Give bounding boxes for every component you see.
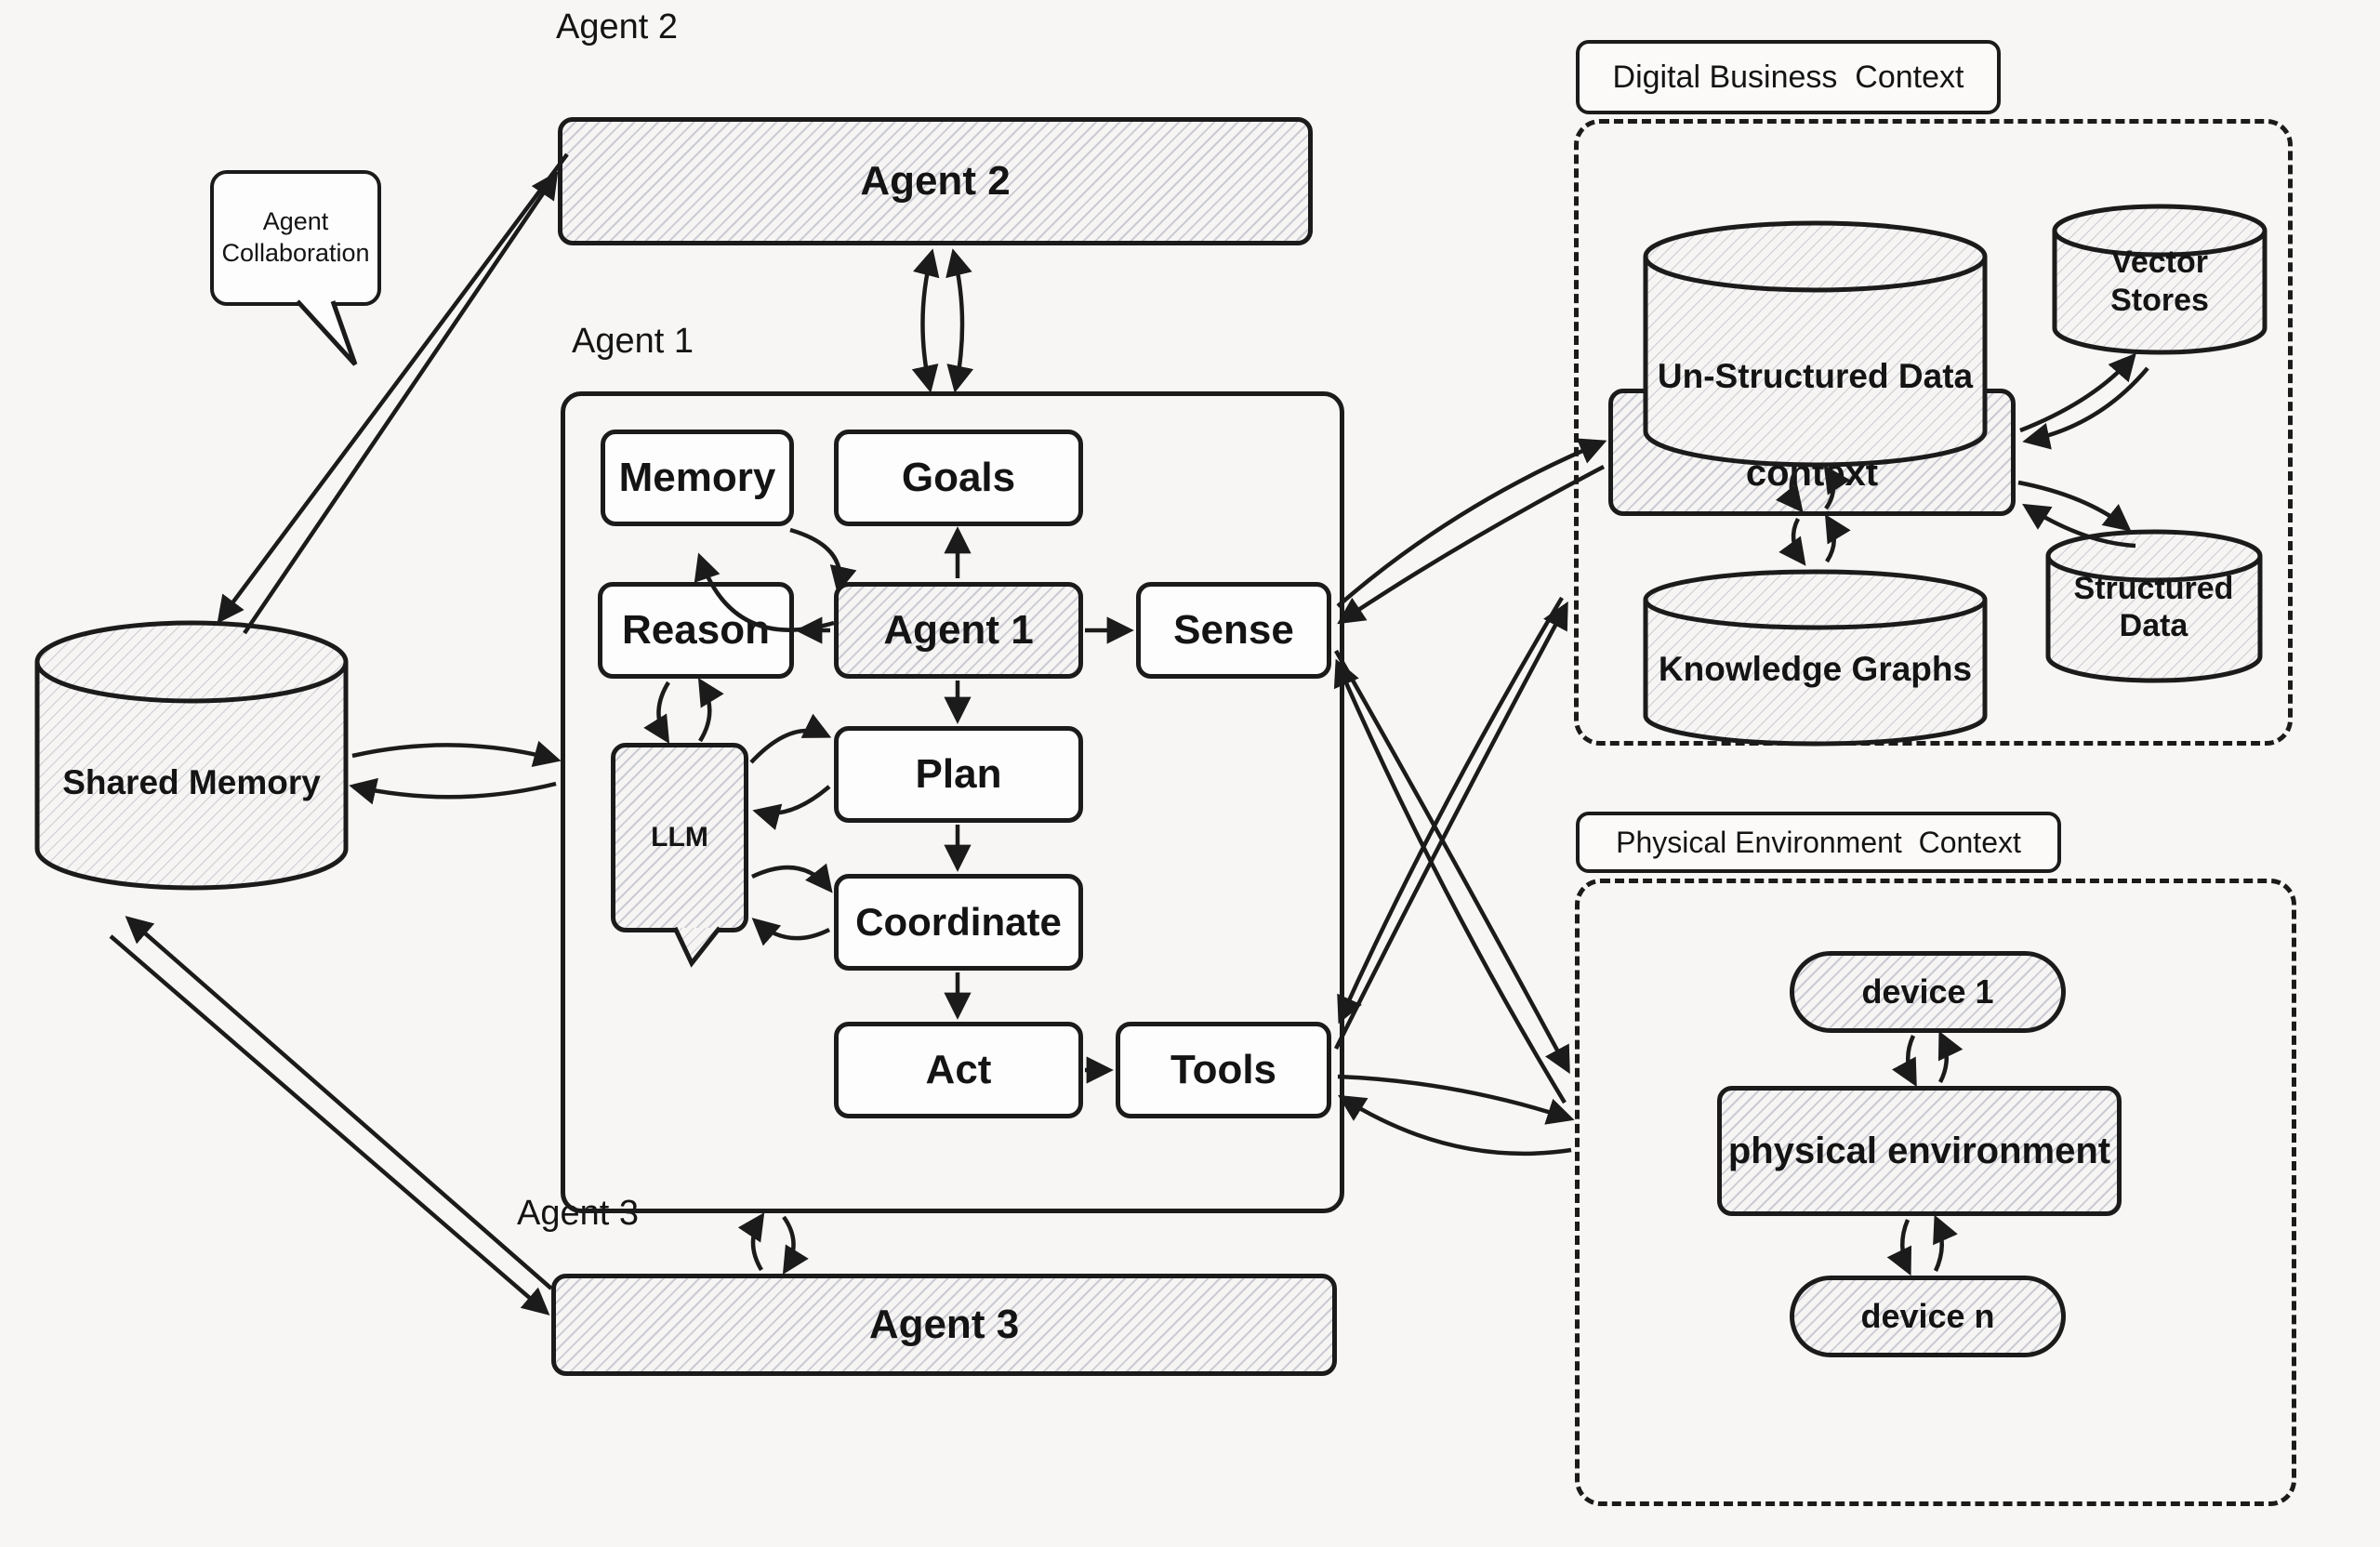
arrow-structured-context xyxy=(2022,503,2136,549)
arrow-agent2-sharedmemory xyxy=(217,152,569,624)
plan-box: Plan xyxy=(834,726,1083,823)
agent2-box: Agent 2 xyxy=(558,117,1313,245)
digital-business-context-container xyxy=(1574,119,2293,746)
vector-stores-label: Vector Stores xyxy=(2110,245,2209,318)
arrow-llm-coordinate xyxy=(751,863,833,893)
coordinate-box: Coordinate xyxy=(834,874,1083,971)
unstructured-data-label: Un-Structured Data xyxy=(1657,357,1974,396)
arrow-coordinate-llm xyxy=(751,918,831,946)
arrow-sense-dbcontext xyxy=(1336,438,1607,608)
agent1-box: Agent 1 xyxy=(834,582,1083,679)
arrow-knowledge-context xyxy=(1824,514,1851,563)
arrow-tools-physical xyxy=(1337,1074,1575,1125)
reason-box: Reason xyxy=(598,582,794,679)
shared-memory-cylinder xyxy=(34,620,349,891)
arrow-context-vector xyxy=(2019,352,2136,433)
arrow-physical-sense xyxy=(1333,658,1567,1104)
llm-bubble-tail xyxy=(672,926,721,968)
arrow-agent3-container xyxy=(737,1212,765,1272)
digital-business-context-title: Digital Business Context xyxy=(1576,40,2001,114)
arrow-dbcontext-sense xyxy=(1337,465,1606,625)
agent1-container xyxy=(561,391,1344,1213)
agent3-box: Agent 3 xyxy=(551,1274,1337,1376)
arrow-device1-env xyxy=(1892,1035,1917,1088)
arrow-devicen-env xyxy=(1933,1214,1958,1272)
arrow-context-structured xyxy=(2017,480,2132,532)
physical-environment-context-title: Physical Environment Context xyxy=(1576,812,2061,873)
arrow-physical-tools xyxy=(1338,1094,1572,1157)
agent1-title: Agent 1 xyxy=(572,322,694,361)
device1-pill: device 1 xyxy=(1790,951,2066,1033)
collaboration-bubble-tail xyxy=(296,299,358,366)
arrow-sharedmemory-agent2 xyxy=(243,171,559,635)
arrow-env-devicen xyxy=(1886,1219,1912,1276)
arrow-agent1-memory xyxy=(694,552,835,632)
agent-collaboration-bubble: Agent Collaboration xyxy=(210,170,381,306)
arrow-container-agent3 xyxy=(782,1215,809,1275)
arrow-digital-tools xyxy=(1337,596,1564,1025)
act-box: Act xyxy=(834,1022,1083,1118)
physical-environment-container xyxy=(1575,879,2296,1506)
arrow-memory-agent1 xyxy=(789,527,857,594)
llm-bubble: LLM xyxy=(611,743,748,932)
shared-memory-label: Shared Memory xyxy=(62,763,321,802)
arrow-reason-llm xyxy=(643,681,670,744)
unstructured-data-cylinder xyxy=(1643,220,1988,468)
arrow-unstructured-context xyxy=(1775,468,1804,513)
arrow-plan-llm xyxy=(752,785,831,830)
arrow-sense-physical xyxy=(1334,649,1570,1075)
arrow-vector-context xyxy=(2022,366,2149,450)
vector-stores-cylinder xyxy=(2052,204,2268,355)
arrow-agent3-sharedmemory xyxy=(125,916,553,1290)
knowledge-graphs-label: Knowledge Graphs xyxy=(1658,650,1973,689)
arrow-context-knowledge xyxy=(1778,517,1806,566)
arrow-agent2-container xyxy=(945,248,974,393)
structured-data-label: Structured Data xyxy=(2073,570,2234,643)
physical-environment-box: physical environment xyxy=(1717,1086,2122,1216)
structured-data-cylinder xyxy=(2045,529,2263,683)
arrow-sharedmemory-agent3 xyxy=(109,934,550,1316)
tools-box: Tools xyxy=(1116,1022,1331,1118)
sense-box: Sense xyxy=(1136,582,1331,679)
goals-box: Goals xyxy=(834,430,1083,526)
arrow-llm-reason xyxy=(697,678,724,743)
arrow-llm-plan xyxy=(749,713,832,764)
knowledge-graphs-cylinder xyxy=(1643,569,1988,747)
arrow-container-sharedmemory xyxy=(349,777,557,805)
device-n-pill: device n xyxy=(1790,1276,2066,1357)
arrow-container-agent2 xyxy=(911,248,940,393)
arrow-sharedmemory-container xyxy=(351,740,562,768)
arrow-context-unstructured xyxy=(1823,465,1851,510)
arrow-tools-digital xyxy=(1333,601,1568,1051)
arrow-env-device1 xyxy=(1937,1030,1964,1084)
memory-box: Memory xyxy=(601,430,794,526)
agent2-title: Agent 2 xyxy=(556,7,678,46)
